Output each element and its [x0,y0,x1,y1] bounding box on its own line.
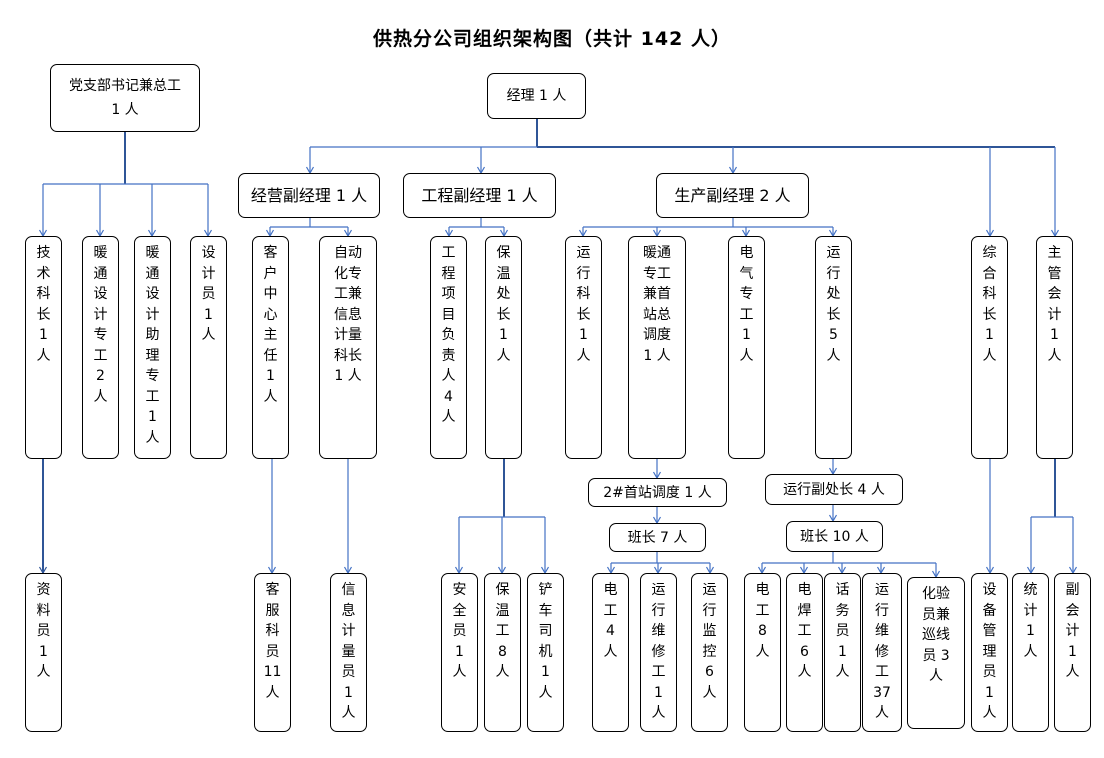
node-operator-1: 话 务 员 1 人 [824,573,861,732]
node-statistician: 统 计 1 人 [1012,573,1049,732]
node-team-leader-10: 班长 10 人 [786,521,883,552]
node-engineering-vp: 工程副经理 1 人 [403,173,556,218]
node-business-vp: 经营副经理 1 人 [238,173,380,218]
node-lab-patrol: 化验 员兼 巡线 员 3 人 [907,577,965,729]
node-team-leader-7: 班长 7 人 [609,523,706,552]
node-production-vp: 生产副经理 2 人 [656,173,809,218]
node-station2-dispatch: 2#首站调度 1 人 [588,478,727,507]
chart-title: 供热分公司组织架构图（共计 142 人） [373,28,731,50]
node-welders-6: 电 焊 工 6 人 [786,573,823,732]
node-electricians-8: 电 工 8 人 [744,573,781,732]
node-insulation-chief: 保 温 处 长 1 人 [485,236,522,459]
node-chief-accountant: 主 管 会 计 1 人 [1036,236,1073,459]
node-electricians-4: 电 工 4 人 [592,573,629,732]
node-metering-staff: 信 息 计 量 员 1 人 [330,573,367,732]
node-general-chief: 综 合 科 长 1 人 [971,236,1008,459]
node-project-leads: 工 程 项 目 负 责 人 4 人 [430,236,467,459]
node-archivist: 资 料 员 1 人 [25,573,62,732]
node-ops-deputy: 运行副处长 4 人 [765,474,903,505]
node-deputy-accountant: 副 会 计 1 人 [1054,573,1091,732]
node-equipment-manager: 设 备 管 理 员 1 人 [971,573,1008,732]
node-safety-officer: 安 全 员 1 人 [441,573,478,732]
node-customer-center-director: 客 户 中 心 主 任 1 人 [252,236,289,459]
node-maintenance-37: 运 行 维 修 工 37 人 [862,573,902,732]
node-maintenance-1: 运 行 维 修 工 1 人 [640,573,677,732]
node-hvac-dispatcher: 暖通 专工 兼首 站总 调度 1 人 [628,236,686,459]
node-hvac-design-engineer: 暖 通 设 计 专 工 2 人 [82,236,119,459]
node-monitoring-6: 运 行 监 控 6 人 [691,573,728,732]
node-operations-director: 运 行 处 长 5 人 [815,236,852,459]
node-manager: 经理 1 人 [487,73,586,119]
node-electrical-engineer: 电 气 专 工 1 人 [728,236,765,459]
node-tech-chief: 技 术 科 长 1 人 [25,236,62,459]
node-customer-service-staff: 客 服 科 员 11 人 [254,573,291,732]
node-loader-driver: 铲 车 司 机 1 人 [527,573,564,732]
node-designer: 设 计 员 1 人 [190,236,227,459]
node-hvac-design-assistant: 暖 通 设 计 助 理 专 工 1 人 [134,236,171,459]
node-insulation-workers: 保 温 工 8 人 [484,573,521,732]
node-automation-engineer: 自动 化专 工兼 信息 计量 科长 1 人 [319,236,377,459]
node-party-secretary: 党支部书记兼总工 1 人 [50,64,200,132]
node-operations-chief: 运 行 科 长 1 人 [565,236,602,459]
